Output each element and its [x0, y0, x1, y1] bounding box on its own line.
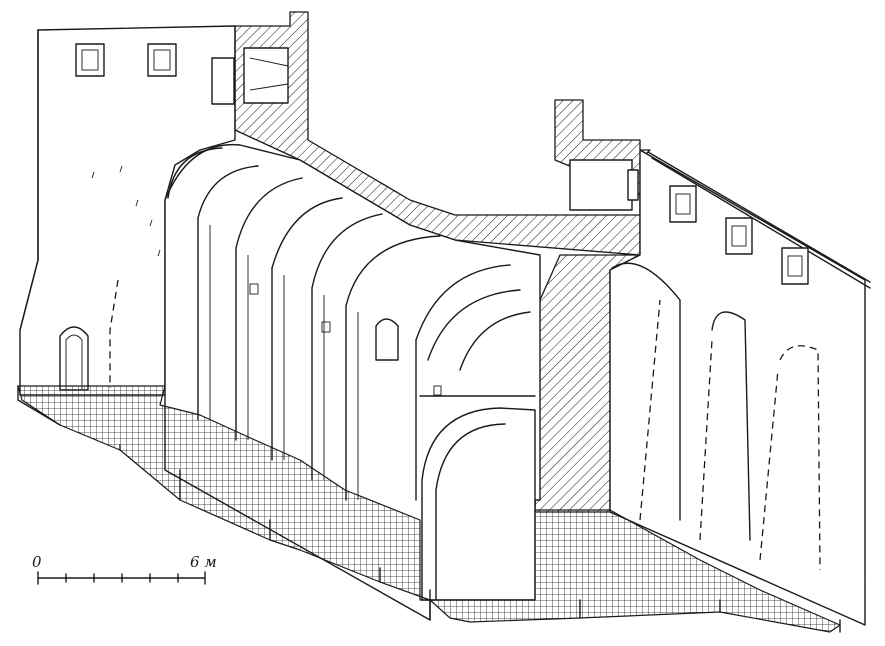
scale-bar-end-label: 6 м — [190, 553, 217, 571]
window-left-1 — [75, 43, 105, 77]
left-end-wall — [19, 25, 236, 396]
wall-niche-arched — [375, 318, 399, 361]
scale-bar-start-label: 0 — [32, 553, 42, 571]
scale-bar — [37, 571, 206, 585]
window-right-3 — [781, 247, 809, 285]
window-right-2 — [725, 217, 753, 255]
floor-plan-section — [17, 385, 841, 633]
roof-vent-opening — [243, 47, 289, 104]
window-left-2 — [147, 43, 177, 77]
lower-arch — [421, 407, 536, 601]
arched-doorway — [59, 326, 89, 391]
window-right-1 — [669, 185, 697, 223]
right-wing — [609, 149, 871, 626]
